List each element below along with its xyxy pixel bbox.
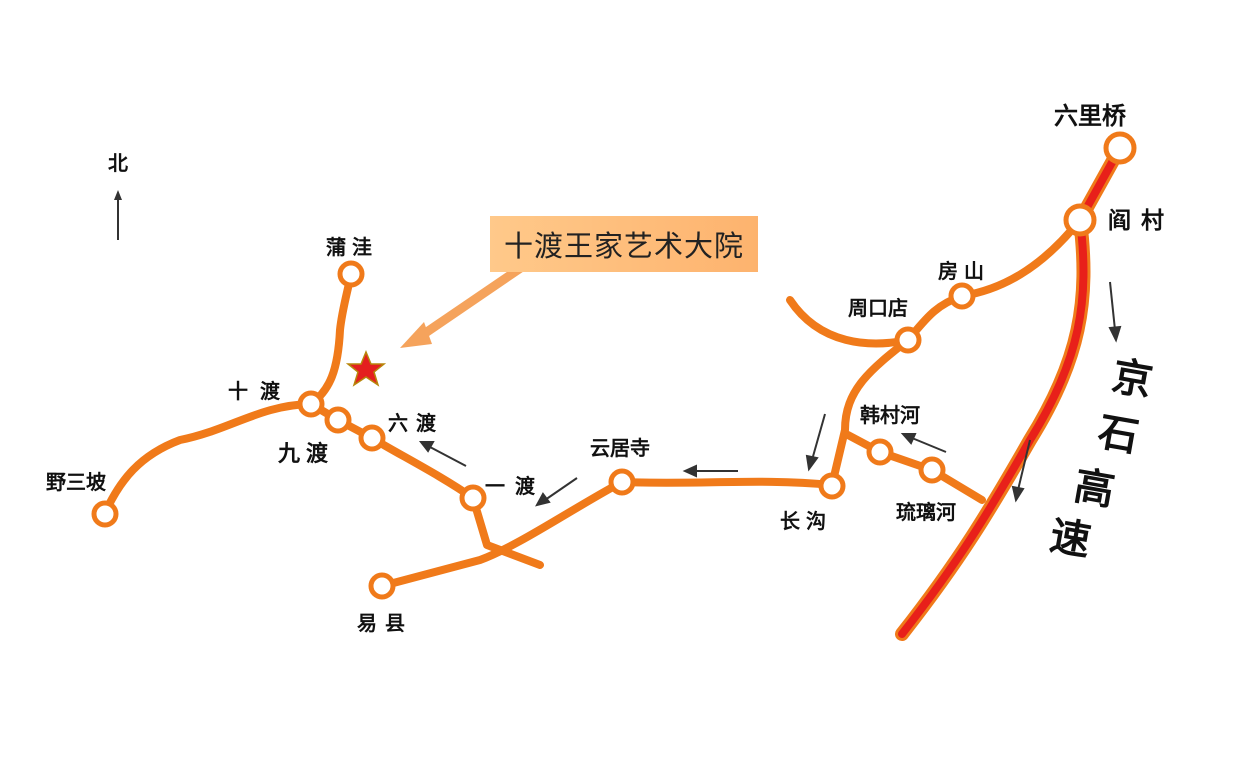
station-liulihe[interactable] bbox=[918, 456, 946, 484]
direction-arrow-icon bbox=[544, 477, 578, 501]
direction-arrow-icon bbox=[811, 413, 826, 461]
arrowhead-icon bbox=[535, 492, 551, 507]
arrowhead-icon bbox=[900, 433, 917, 445]
label-shidu: 十渡 bbox=[228, 379, 292, 403]
station-yunjusi[interactable] bbox=[608, 468, 636, 496]
expressway-label-char-1: 京 bbox=[1108, 353, 1155, 405]
label-liudu: 六渡 bbox=[388, 411, 444, 435]
arrowhead-icon bbox=[682, 464, 697, 478]
route-yunjusi-yixian bbox=[378, 478, 626, 590]
label-liulihe: 琉璃河 bbox=[896, 500, 956, 524]
label-liuliqiao: 六里桥 bbox=[1054, 102, 1127, 130]
station-hancunhe[interactable] bbox=[866, 438, 894, 466]
label-yidu: 一渡 bbox=[485, 474, 545, 498]
north-arrowhead-icon bbox=[114, 190, 122, 200]
expressway-label-char-3: 高 bbox=[1070, 463, 1117, 515]
route-changgou-yunjusi bbox=[618, 477, 836, 489]
station-liudu[interactable] bbox=[358, 424, 386, 452]
direction-arrow-icon bbox=[1109, 281, 1116, 331]
label-fangshan: 房山 bbox=[938, 259, 990, 283]
route-yancun-zhoukoudian bbox=[904, 216, 1084, 344]
arrowhead-icon bbox=[1011, 485, 1025, 503]
label-zhoukoudian: 周口店 bbox=[848, 296, 908, 320]
label-yixian: 易县 bbox=[357, 611, 413, 635]
label-yesanpo: 野三坡 bbox=[46, 470, 107, 494]
label-yancun: 阎村 bbox=[1108, 208, 1174, 234]
direction-arrow-icon bbox=[429, 446, 467, 467]
label-hancunhe: 韩村河 bbox=[860, 403, 920, 427]
station-puwa[interactable] bbox=[337, 260, 365, 288]
label-changgou: 长沟 bbox=[780, 509, 832, 533]
label-jiudu: 九渡 bbox=[277, 441, 334, 467]
route-yidu-cross bbox=[469, 494, 544, 569]
label-yunjusi: 云居寺 bbox=[590, 436, 650, 460]
station-yixian[interactable] bbox=[368, 572, 396, 600]
route-changgou-liulihe bbox=[844, 431, 986, 504]
expressway-line-core bbox=[898, 144, 1124, 638]
destination-star-icon bbox=[345, 350, 387, 387]
arrowhead-icon bbox=[805, 454, 819, 472]
direction-arrow-icon bbox=[911, 437, 947, 453]
compass-north-label: 北 bbox=[108, 151, 128, 175]
route-zhoukoudian-changgou bbox=[828, 336, 912, 489]
arrowhead-icon bbox=[1108, 325, 1122, 343]
route-shidu-yesanpo bbox=[101, 400, 315, 517]
callout-pointer-arrowhead-icon bbox=[400, 322, 432, 348]
callout-pointer-arrow bbox=[415, 261, 528, 342]
station-yancun[interactable] bbox=[1063, 203, 1097, 237]
station-fangshan[interactable] bbox=[948, 282, 976, 310]
direction-arrow-icon bbox=[1017, 439, 1031, 491]
station-yesanpo[interactable] bbox=[91, 500, 119, 528]
destination-callout: 十渡王家艺术大院 bbox=[490, 216, 758, 272]
station-jiudu[interactable] bbox=[324, 406, 352, 434]
station-zhoukoudian[interactable] bbox=[894, 326, 922, 354]
arrowhead-icon bbox=[418, 441, 435, 453]
expressway-label-char-4: 速 bbox=[1046, 513, 1093, 565]
station-liuliqiao[interactable] bbox=[1103, 131, 1137, 165]
station-shidu[interactable] bbox=[297, 390, 325, 418]
route-shidu-puwa bbox=[307, 270, 355, 408]
station-changgou[interactable] bbox=[818, 472, 846, 500]
expressway-label-char-2: 石 bbox=[1094, 409, 1141, 461]
label-puwa: 蒲洼 bbox=[326, 235, 378, 259]
station-yidu[interactable] bbox=[459, 484, 487, 512]
